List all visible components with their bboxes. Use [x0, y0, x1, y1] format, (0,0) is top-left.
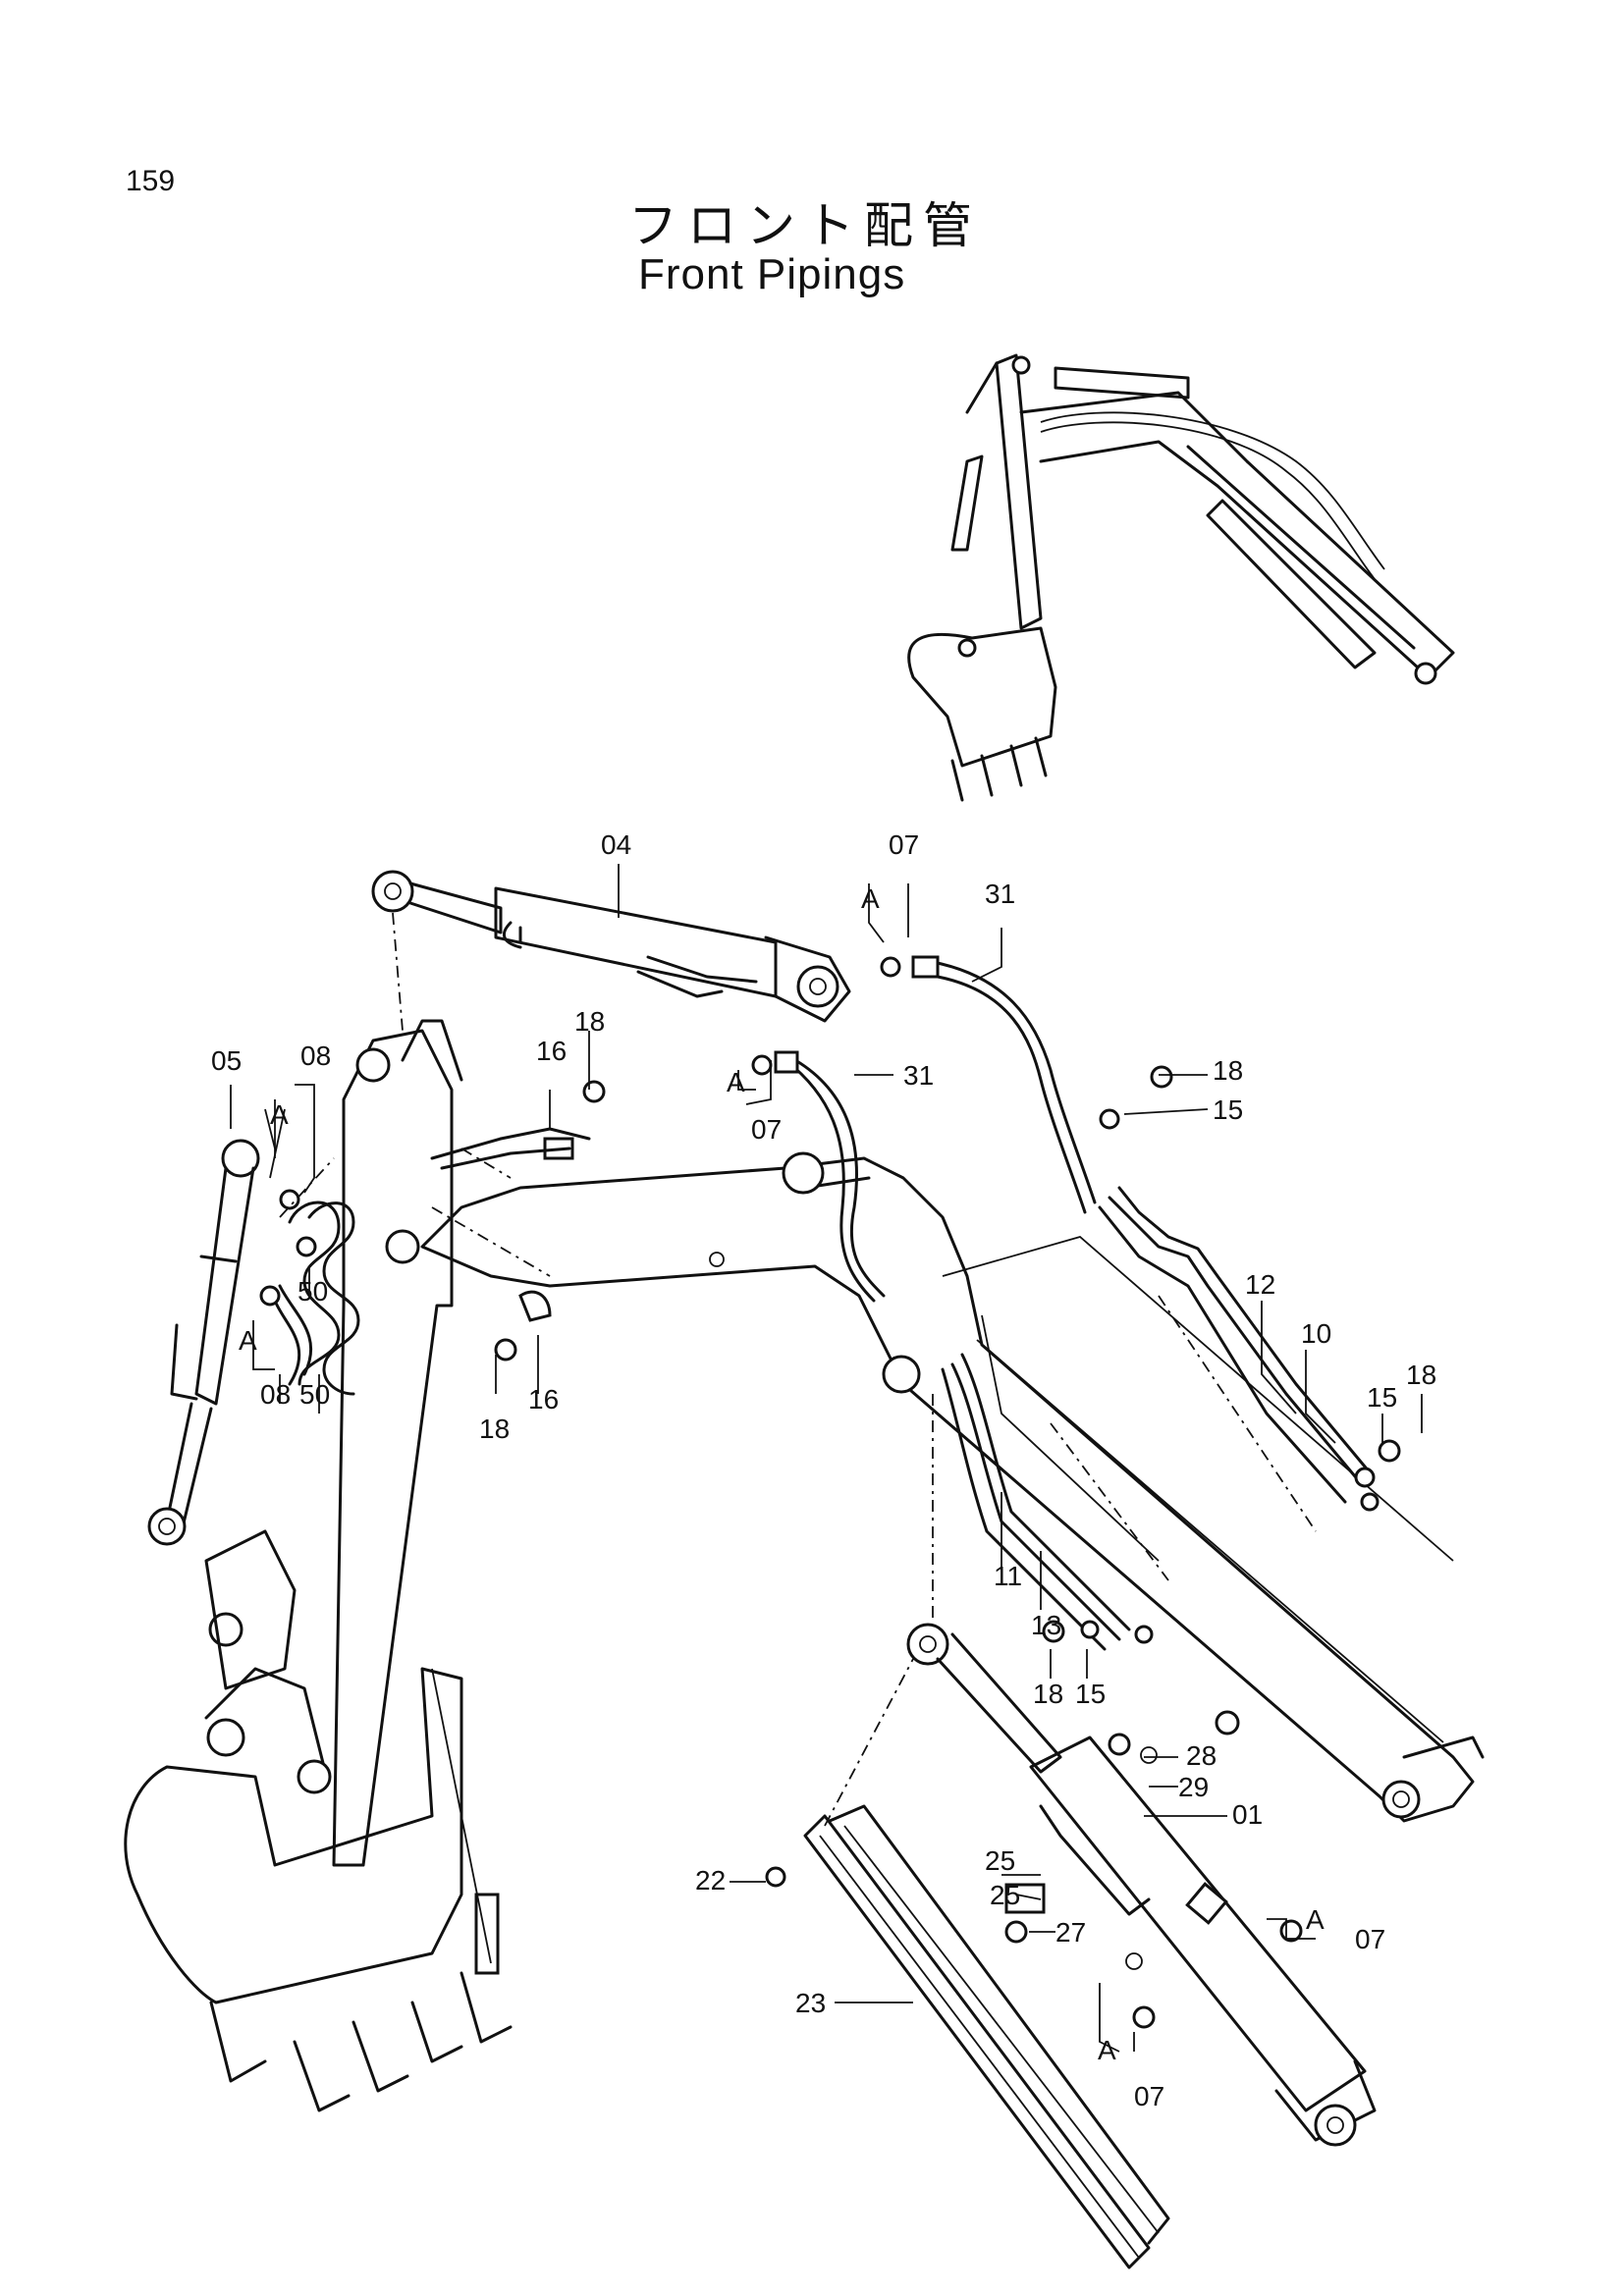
bucket-cylinder-05	[147, 1108, 286, 1546]
label-15-c: 15	[1075, 1679, 1106, 1709]
label-16-a: 16	[536, 1036, 567, 1066]
label-23: 23	[795, 1988, 826, 2018]
label-a-lower-left: A	[239, 1325, 257, 1356]
bucket	[124, 1529, 513, 2112]
label-08-b: 08	[260, 1379, 291, 1410]
label-a-mid: A	[727, 1067, 745, 1097]
label-31-top: 31	[985, 879, 1015, 909]
label-18-d: 18	[1406, 1360, 1436, 1390]
label-18-c: 18	[479, 1414, 510, 1444]
label-29: 29	[1178, 1772, 1209, 1802]
label-50-b: 50	[299, 1379, 330, 1410]
pipes-10-12	[1098, 1186, 1372, 1504]
part-labels: 04 07 31 A 18 16 05 08 A A 31 07 18 15 5…	[211, 829, 1436, 2111]
arm-cylinder-04	[371, 870, 851, 1023]
page-number: 159	[126, 165, 176, 197]
label-07-top: 07	[889, 829, 919, 860]
label-22: 22	[695, 1865, 726, 1896]
label-07-bottom: 07	[1134, 2081, 1164, 2111]
label-07-lower-right: 07	[1355, 1924, 1385, 1954]
label-07-mid: 07	[751, 1114, 782, 1145]
label-15-b: 15	[1367, 1382, 1397, 1413]
label-08-a: 08	[300, 1041, 331, 1071]
label-a-left: A	[270, 1099, 289, 1130]
label-18-a: 18	[574, 1006, 605, 1037]
hose-50-coils	[273, 1201, 360, 1396]
label-27: 27	[1055, 1917, 1086, 1948]
label-a-top: A	[861, 883, 880, 914]
label-01: 01	[1232, 1799, 1263, 1830]
cover-23	[803, 1804, 1170, 2269]
label-25-b: 25	[990, 1880, 1020, 1910]
pipes-11-13	[941, 1353, 1131, 1651]
label-28: 28	[1186, 1740, 1217, 1771]
label-10: 10	[1301, 1318, 1331, 1349]
label-50-a: 50	[298, 1276, 328, 1307]
label-18-b: 18	[1213, 1055, 1243, 1086]
label-18-e: 18	[1033, 1679, 1063, 1709]
arm-structure	[332, 1019, 463, 1867]
label-11: 11	[994, 1561, 1022, 1591]
alignment-lines	[279, 912, 1317, 1827]
label-a-lower-right: A	[1306, 1904, 1325, 1935]
overview-excavator-front-illustration	[907, 353, 1455, 802]
page-title-japanese: フロント配管	[628, 197, 982, 254]
label-13: 13	[1031, 1610, 1061, 1640]
arm-hoses-31	[774, 955, 1097, 1303]
boom-cylinder-01	[906, 1623, 1377, 2147]
label-04: 04	[601, 829, 631, 860]
label-15-a: 15	[1213, 1095, 1243, 1125]
label-05: 05	[211, 1045, 242, 1076]
label-31-mid: 31	[903, 1060, 934, 1091]
leader-lines	[230, 864, 1423, 2053]
label-12: 12	[1245, 1269, 1275, 1300]
main-front-pipings-illustration: 04 07 31 A 18 16 05 08 A A 31 07 18 15 5…	[124, 829, 1485, 2269]
page-title-english: Front Pipings	[638, 250, 906, 298]
label-a-bottom: A	[1098, 2035, 1116, 2065]
boom-structure	[420, 1151, 1485, 1823]
label-16-b: 16	[528, 1384, 559, 1415]
label-25-a: 25	[985, 1845, 1015, 1876]
